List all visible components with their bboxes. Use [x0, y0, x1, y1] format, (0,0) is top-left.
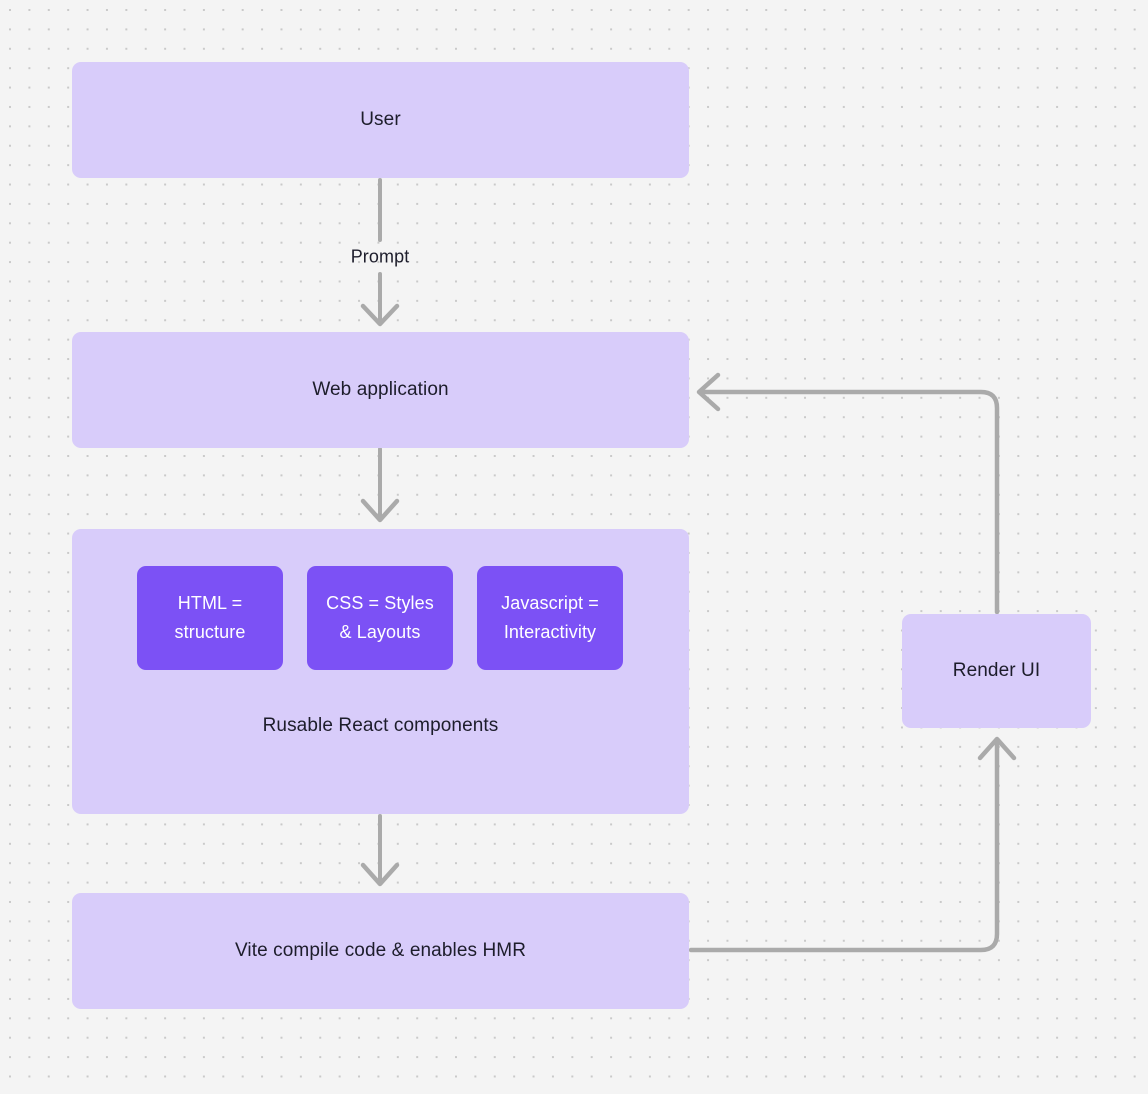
arrowhead-up-icon — [977, 736, 1017, 761]
node-javascript-label-line2: Interactivity — [503, 622, 597, 642]
arrowhead-down-icon — [360, 303, 400, 327]
edge-label-prompt: Prompt — [350, 246, 410, 267]
node-html-label-line1: HTML = — [177, 593, 243, 613]
node-user[interactable]: User — [72, 62, 689, 178]
node-javascript[interactable]: Javascript = Interactivity — [477, 566, 623, 670]
edge-webapp-to-components — [360, 447, 400, 523]
node-css-label-line1: CSS = Styles — [326, 593, 434, 613]
node-javascript-label-line1: Javascript = — [501, 593, 599, 613]
arrowhead-down-icon — [360, 862, 400, 887]
node-web-application[interactable]: Web application — [72, 332, 689, 448]
edge-components-to-vite — [360, 814, 400, 887]
node-html-label: HTML = structure — [175, 589, 246, 647]
node-user-label: User — [360, 109, 401, 130]
arrowhead-left-icon — [696, 372, 721, 412]
node-css-label-line2: & Layouts — [339, 622, 421, 642]
node-web-application-label: Web application — [312, 379, 449, 400]
node-vite[interactable]: Vite compile code & enables HMR — [72, 893, 689, 1009]
node-html-label-line2: structure — [174, 622, 246, 642]
node-javascript-label: Javascript = Interactivity — [501, 589, 599, 647]
node-css-label: CSS = Styles & Layouts — [326, 589, 434, 647]
node-render-ui[interactable]: Render UI — [902, 614, 1091, 728]
edge-render-to-webapp — [696, 372, 1000, 615]
arrowhead-down-icon — [360, 498, 400, 523]
edge-vite-to-render — [688, 736, 1017, 953]
node-reusable-react-components[interactable]: HTML = structure CSS = Styles & Layouts … — [72, 529, 689, 814]
node-reusable-react-components-label: Rusable React components — [262, 715, 499, 736]
node-vite-label: Vite compile code & enables HMR — [234, 940, 527, 961]
node-html[interactable]: HTML = structure — [137, 566, 283, 670]
node-render-ui-label: Render UI — [952, 660, 1041, 681]
node-css[interactable]: CSS = Styles & Layouts — [307, 566, 453, 670]
